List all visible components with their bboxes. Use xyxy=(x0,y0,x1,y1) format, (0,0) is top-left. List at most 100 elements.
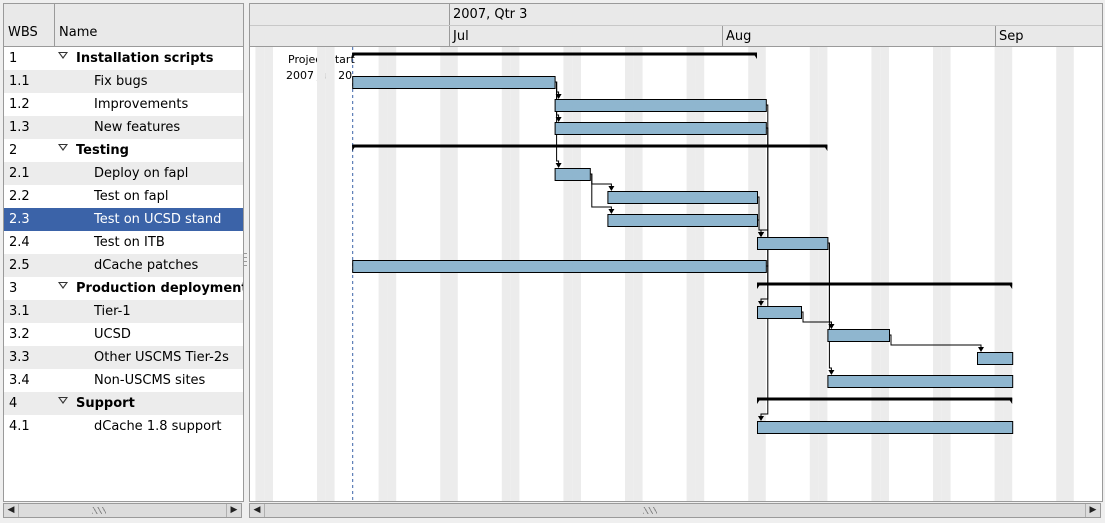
weekend-shade xyxy=(1003,47,1013,501)
task-bar xyxy=(352,76,556,89)
task-name: Installation scripts xyxy=(76,51,214,66)
quarter-divider xyxy=(449,4,450,25)
task-wbs: 2.2 xyxy=(9,189,30,204)
weekend-shade xyxy=(748,47,757,501)
weekend-shade xyxy=(317,47,326,501)
task-bar xyxy=(352,260,767,273)
summary-start-marker xyxy=(352,53,357,59)
task-wbs: 3.3 xyxy=(9,350,30,365)
task-row[interactable]: 2.2 Test on fapl xyxy=(4,185,243,208)
weekend-shade xyxy=(255,47,265,501)
column-header-name[interactable]: Name xyxy=(59,25,98,40)
weekend-shade xyxy=(695,47,705,501)
weekend-shade xyxy=(1056,47,1065,501)
task-bar xyxy=(757,421,1014,434)
task-wbs: 2 xyxy=(9,143,18,158)
task-bar xyxy=(607,214,758,227)
dependency-arrow-icon xyxy=(758,232,764,237)
summary-end-marker xyxy=(753,53,757,59)
expand-triangle-icon[interactable] xyxy=(58,144,68,151)
quarter-label: 2007, Qtr 3 xyxy=(453,7,528,22)
dependency-arrow-icon xyxy=(608,186,615,191)
dependency-arrow-icon xyxy=(758,301,764,306)
task-row[interactable]: 3.1 Tier-1 xyxy=(4,300,243,323)
weekend-shade xyxy=(818,47,828,501)
task-wbs: 4.1 xyxy=(9,419,30,434)
task-name: Tier-1 xyxy=(94,304,131,319)
weekend-shade xyxy=(264,47,273,501)
summary-end-marker xyxy=(1008,283,1013,289)
splitter-grip xyxy=(244,265,247,266)
expand-triangle-icon[interactable] xyxy=(58,397,68,404)
weekend-shade xyxy=(510,47,520,501)
task-name: Non-USCMS sites xyxy=(94,373,206,388)
task-wbs: 1 xyxy=(9,51,18,66)
task-wbs: 2.1 xyxy=(9,166,30,181)
task-wbs: 4 xyxy=(9,396,18,411)
task-bar xyxy=(554,122,767,135)
summary-end-marker xyxy=(823,145,828,151)
task-bar xyxy=(827,375,1014,388)
summary-end-marker xyxy=(1008,398,1013,404)
column-header-wbs[interactable]: WBS xyxy=(4,4,55,46)
scroll-thumb-grip[interactable] xyxy=(92,507,106,514)
task-wbs: 2.4 xyxy=(9,235,30,250)
weekend-shade xyxy=(378,47,388,501)
tree-horizontal-scrollbar[interactable]: ◀ ▶ xyxy=(3,503,242,518)
task-bar xyxy=(607,191,758,204)
month-label-aug: Aug xyxy=(726,29,752,44)
pane-splitter[interactable] xyxy=(243,3,248,500)
month-divider xyxy=(995,26,996,46)
task-name: Other USCMS Tier-2s xyxy=(94,350,229,365)
expand-triangle-icon[interactable] xyxy=(58,52,68,59)
task-name: Production deployment xyxy=(76,281,244,296)
scroll-right-arrow-icon[interactable]: ▶ xyxy=(226,504,241,517)
weekend-shade xyxy=(633,47,643,501)
expand-triangle-icon[interactable] xyxy=(58,282,68,289)
task-wbs: 1.2 xyxy=(9,97,30,112)
task-name: dCache patches xyxy=(94,258,199,273)
gantt-plot-area[interactable] xyxy=(250,47,1102,501)
dependency-connector xyxy=(589,173,612,190)
task-wbs: 3.1 xyxy=(9,304,30,319)
weekend-shade xyxy=(871,47,881,501)
chart-horizontal-scrollbar[interactable]: ◀ ▶ xyxy=(249,503,1101,518)
scroll-thumb-grip[interactable] xyxy=(643,507,657,514)
month-divider xyxy=(722,26,723,46)
timeline-header: 2007, Qtr 3 Jul Aug Sep xyxy=(250,4,1102,47)
task-row[interactable]: 2 Testing xyxy=(4,139,243,162)
summary-start-marker xyxy=(352,145,357,151)
weekend-shade xyxy=(387,47,397,501)
scroll-left-arrow-icon[interactable]: ◀ xyxy=(4,504,19,517)
splitter-grip xyxy=(244,257,247,258)
weekend-shade xyxy=(880,47,889,501)
dependency-arrow-icon xyxy=(555,163,562,168)
task-row[interactable]: 3.3 Other USCMS Tier-2s xyxy=(4,346,243,369)
scroll-right-arrow-icon[interactable]: ▶ xyxy=(1085,504,1100,517)
scroll-left-arrow-icon[interactable]: ◀ xyxy=(250,504,265,517)
task-name: UCSD xyxy=(94,327,131,342)
weekend-shade xyxy=(686,47,696,501)
task-row[interactable]: 1 Installation scripts xyxy=(4,47,243,70)
month-divider xyxy=(449,26,450,46)
dependency-arrow-icon xyxy=(978,347,984,352)
gantt-chart[interactable]: 2007, Qtr 3 Jul Aug Sep Project start 20… xyxy=(249,3,1103,502)
task-name: Testing xyxy=(76,143,129,158)
task-name: Test on fapl xyxy=(94,189,169,204)
task-row[interactable]: 3.2 UCSD xyxy=(4,323,243,346)
task-wbs: 3.2 xyxy=(9,327,30,342)
dependency-connector xyxy=(827,242,832,374)
